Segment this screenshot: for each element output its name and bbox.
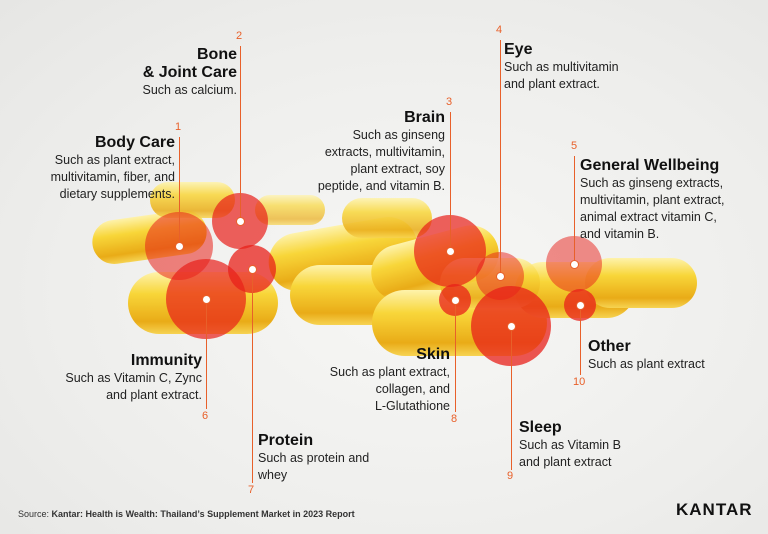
category-title: Brain bbox=[404, 109, 445, 126]
category-number-3: 3 bbox=[446, 96, 453, 108]
category-protein: Protein Such as protein and whey bbox=[258, 432, 408, 484]
category-description: Such as multivitamin and plant extract. bbox=[504, 60, 619, 91]
leader-line-6 bbox=[206, 299, 207, 409]
leader-line-7 bbox=[252, 269, 253, 483]
category-description: Such as Vitamin B and plant extract bbox=[519, 438, 621, 469]
kantar-logo: KANTAR bbox=[676, 500, 753, 519]
leader-line-4 bbox=[500, 40, 501, 276]
marker-dot-7 bbox=[248, 265, 257, 274]
leader-line-9 bbox=[511, 326, 512, 470]
category-description: Such as ginseng extracts, multivitamin, … bbox=[317, 128, 445, 193]
marker-dot-1 bbox=[175, 242, 184, 251]
category-eye: Eye Such as multivitamin and plant extra… bbox=[504, 41, 654, 93]
category-number-10: 10 bbox=[573, 376, 586, 388]
category-title: General Wellbeing bbox=[580, 157, 720, 174]
leader-line-1 bbox=[179, 137, 180, 246]
category-number-8: 8 bbox=[451, 413, 458, 425]
category-title: Immunity bbox=[130, 352, 202, 369]
source-label: Source: bbox=[18, 509, 50, 519]
marker-dot-10 bbox=[576, 301, 585, 310]
category-number-5: 5 bbox=[571, 140, 578, 152]
category-number-6: 6 bbox=[202, 410, 209, 422]
leader-line-8 bbox=[455, 300, 456, 412]
category-description: Such as plant extract, multivitamin, fib… bbox=[50, 153, 175, 201]
marker-dot-3 bbox=[446, 247, 455, 256]
marker-dot-6 bbox=[202, 295, 211, 304]
source-note: Source: Kantar: Health is Wealth: Thaila… bbox=[18, 509, 355, 519]
category-title: Bone & Joint Care bbox=[142, 46, 237, 81]
category-title: Eye bbox=[504, 41, 533, 58]
category-number-7: 7 bbox=[248, 484, 255, 496]
category-number-1: 1 bbox=[175, 121, 182, 133]
category-body-care: Body Care Such as plant extract, multivi… bbox=[20, 134, 175, 203]
category-skin: Skin Such as plant extract, collagen, an… bbox=[298, 346, 450, 415]
leader-line-10 bbox=[580, 305, 581, 375]
category-other: Other Such as plant extract bbox=[588, 338, 758, 373]
leader-line-5 bbox=[574, 156, 575, 264]
category-sleep: Sleep Such as Vitamin B and plant extrac… bbox=[519, 419, 669, 471]
category-description: Such as calcium. bbox=[142, 83, 237, 97]
marker-dot-9 bbox=[507, 322, 516, 331]
leader-line-2 bbox=[240, 46, 241, 221]
marker-dot-2 bbox=[236, 217, 245, 226]
category-description: Such as plant extract, collagen, and L-G… bbox=[329, 365, 450, 413]
category-title: Sleep bbox=[519, 419, 562, 436]
category-general-wellbeing: General Wellbeing Such as ginseng extrac… bbox=[580, 157, 760, 243]
category-immunity: Immunity Such as Vitamin C, Zync and pla… bbox=[40, 352, 202, 404]
category-number-9: 9 bbox=[507, 470, 514, 482]
category-description: Such as ginseng extracts, multivitamin, … bbox=[580, 176, 725, 241]
category-title: Other bbox=[588, 338, 631, 355]
category-title: Body Care bbox=[94, 134, 175, 151]
category-description: Such as Vitamin C, Zync and plant extrac… bbox=[65, 371, 202, 402]
category-brain: Brain Such as ginseng extracts, multivit… bbox=[295, 109, 445, 195]
category-number-4: 4 bbox=[496, 24, 503, 36]
category-description: Such as plant extract bbox=[588, 357, 705, 371]
category-title: Protein bbox=[258, 432, 314, 449]
category-description: Such as protein and whey bbox=[258, 451, 370, 482]
marker-dot-5 bbox=[570, 260, 579, 269]
category-number-2: 2 bbox=[236, 30, 243, 42]
category-title: Skin bbox=[416, 346, 450, 363]
source-text: Kantar: Health is Wealth: Thailand’s Sup… bbox=[51, 509, 355, 519]
category-bone-joint-care: Bone & Joint Care Such as calcium. bbox=[100, 46, 237, 99]
marker-dot-8 bbox=[451, 296, 460, 305]
marker-dot-4 bbox=[496, 272, 505, 281]
leader-line-3 bbox=[450, 112, 451, 251]
